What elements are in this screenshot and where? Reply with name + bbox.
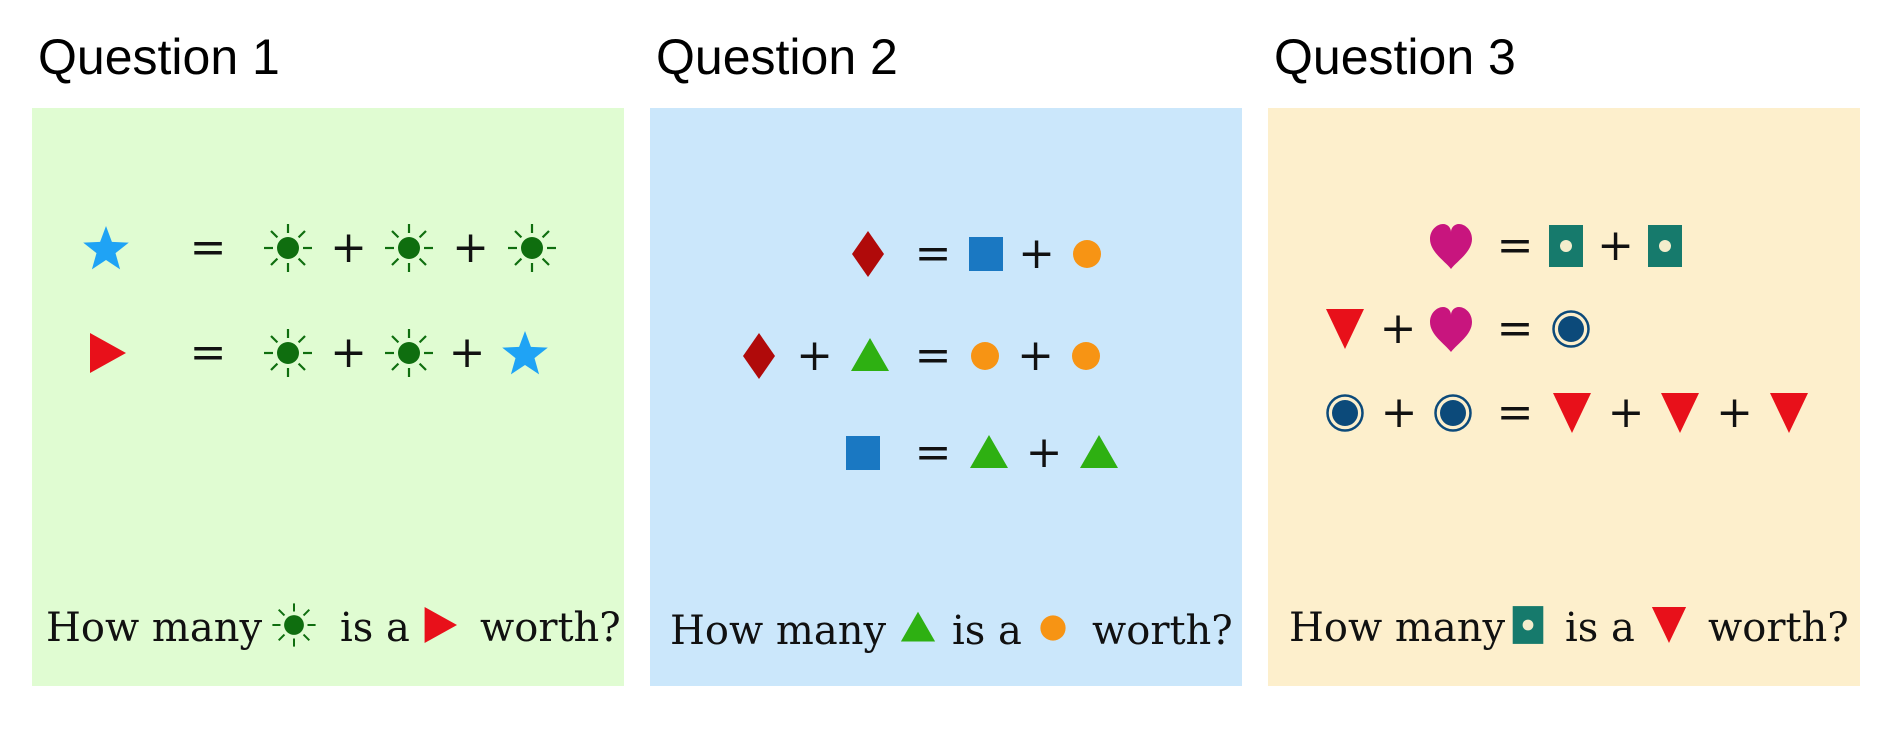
plus-sign: +	[449, 327, 486, 378]
sun-icon	[264, 224, 312, 272]
square-icon	[846, 436, 880, 470]
triangle-down-icon	[1553, 393, 1591, 433]
plus-sign: +	[1381, 387, 1418, 438]
plus-sign: +	[1380, 303, 1417, 354]
question-3-panel: = + + = + = + + How many is a worth?	[1268, 108, 1860, 686]
sun-icon	[508, 224, 556, 272]
question-3-canvas: = + + = + = + + How many is a worth?	[1268, 108, 1860, 686]
equals-sign: =	[1497, 303, 1534, 354]
question-text-middle: is a	[1565, 605, 1635, 651]
triangle-down-icon	[1326, 309, 1364, 349]
teal-box-icon	[1549, 225, 1583, 267]
equals-sign: =	[190, 327, 227, 378]
star-icon	[502, 331, 548, 375]
equals-sign: =	[915, 228, 952, 279]
sun-icon	[264, 329, 312, 377]
plus-sign: +	[330, 222, 367, 273]
square-icon	[969, 237, 1003, 271]
panel-background	[32, 108, 624, 686]
triangle-up-icon	[851, 338, 889, 371]
triangle-right-icon	[424, 607, 457, 643]
triangle-down-icon	[1770, 393, 1808, 433]
plus-sign: +	[796, 330, 833, 381]
question-1-title: Question 1	[38, 29, 280, 85]
plus-sign: +	[1608, 387, 1645, 438]
question-2-canvas: = + + = + = + How many is a worth?	[650, 108, 1242, 686]
triangle-up-icon	[1080, 435, 1118, 468]
question-text-start: How many	[46, 605, 262, 651]
equals-sign: =	[915, 330, 952, 381]
teal-box-icon	[1512, 606, 1544, 644]
plus-sign: +	[1597, 220, 1634, 271]
circle-icon	[1040, 615, 1066, 641]
heart-icon	[1430, 224, 1472, 269]
question-text-middle: is a	[952, 608, 1022, 654]
ring-icon	[1552, 310, 1590, 348]
question-1-canvas: = + + = + + How many is a worth?	[32, 108, 624, 686]
triangle-right-icon	[90, 333, 126, 373]
panel-background	[650, 108, 1242, 686]
plus-sign: +	[1018, 228, 1055, 279]
question-2-panel: = + + = + = + How many is a worth?	[650, 108, 1242, 686]
plus-sign: +	[1716, 387, 1753, 438]
sun-icon	[385, 224, 433, 272]
sun-icon	[385, 329, 433, 377]
equals-sign: =	[190, 222, 227, 273]
question-text-end: worth?	[480, 605, 621, 651]
question-text-middle: is a	[340, 605, 410, 651]
question-text-start: How many	[1289, 605, 1505, 651]
star-icon	[83, 226, 129, 270]
question-1-panel: = + + = + + How many is a worth?	[32, 108, 624, 686]
circle-icon	[1073, 240, 1101, 268]
question-3-title: Question 3	[1274, 29, 1516, 85]
plus-sign: +	[1026, 427, 1063, 478]
ring-icon	[1434, 394, 1472, 432]
diamond-icon	[852, 231, 884, 277]
ring-icon	[1326, 394, 1364, 432]
sun-icon	[272, 603, 316, 647]
plus-sign: +	[452, 222, 489, 273]
equals-sign: =	[915, 427, 952, 478]
equals-sign: =	[1497, 220, 1534, 271]
circle-icon	[971, 342, 999, 370]
triangle-down-icon	[1661, 393, 1699, 433]
triangle-up-icon	[970, 435, 1008, 468]
question-text-start: How many	[670, 608, 886, 654]
triangle-down-icon	[1651, 607, 1687, 643]
question-2-title: Question 2	[656, 29, 898, 85]
equals-sign: =	[1497, 387, 1534, 438]
circle-icon	[1072, 342, 1100, 370]
triangle-up-icon	[900, 611, 936, 642]
heart-icon	[1430, 307, 1472, 352]
plus-sign: +	[1017, 330, 1054, 381]
question-text-end: worth?	[1092, 608, 1233, 654]
diamond-icon	[743, 333, 775, 379]
plus-sign: +	[330, 327, 367, 378]
teal-box-icon	[1648, 225, 1682, 267]
question-text-end: worth?	[1708, 605, 1849, 651]
